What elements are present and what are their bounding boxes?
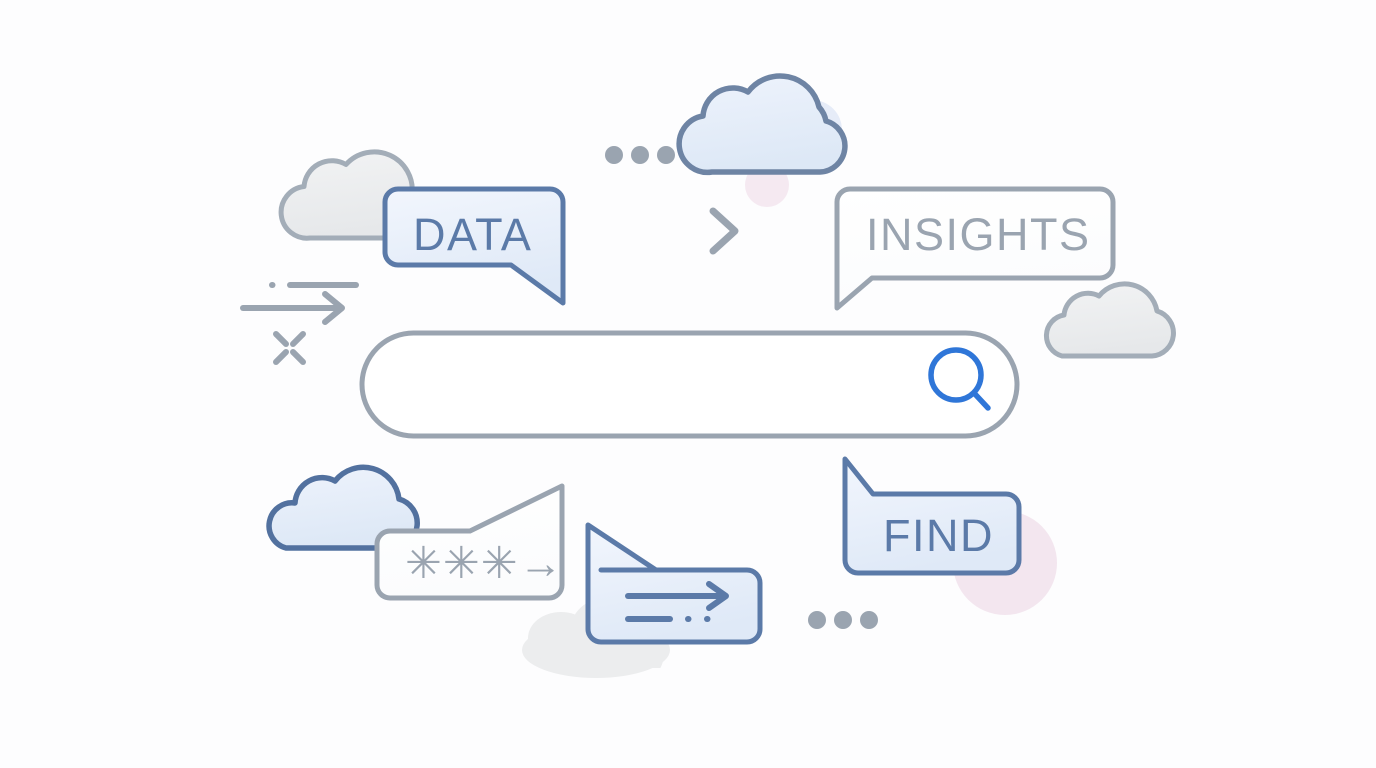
long-arrow-mark — [240, 291, 345, 325]
bubble-password-label: ✳✳✳→ — [405, 539, 564, 588]
search-input[interactable] — [359, 330, 1020, 439]
cloud-top-center — [676, 73, 848, 176]
bubble-data-label: DATA — [413, 209, 532, 260]
message-arrow-line — [625, 581, 729, 611]
bubble-find[interactable]: FIND — [842, 456, 1022, 576]
cloud-bottom-left — [266, 464, 420, 551]
dots-bottom — [808, 611, 878, 629]
chevron-right-icon — [709, 207, 739, 255]
search-icon[interactable] — [928, 347, 991, 411]
cloud-right — [1043, 281, 1176, 359]
bubble-insights-label: INSIGHTS — [866, 209, 1091, 260]
bubble-insights[interactable]: INSIGHTS — [834, 186, 1116, 311]
collapse-sparkle-mark — [273, 331, 306, 365]
search-bar[interactable] — [359, 330, 1020, 439]
bubble-password[interactable]: ✳✳✳→ — [374, 483, 565, 601]
bubble-data[interactable]: DATA — [382, 186, 566, 306]
bubble-find-label: FIND — [883, 510, 994, 561]
bubble-message[interactable] — [585, 522, 763, 645]
dots-top — [605, 146, 675, 164]
